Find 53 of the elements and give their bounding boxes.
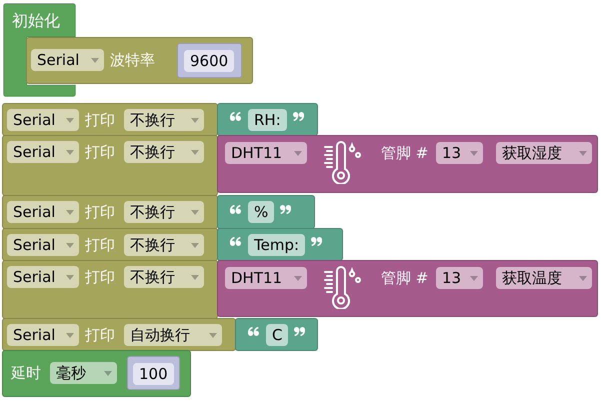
dropdown: Serial [7,266,79,288]
dropdown: 13 [436,142,483,164]
text-block [217,195,315,229]
dropdown: Serial [7,324,79,346]
dropdown: Serial [7,109,79,131]
dropdown: 毫秒 [50,362,117,384]
dropdown: 自动换行 [124,324,222,346]
text-field: C [266,324,288,346]
block-label: 管脚 # [381,268,428,289]
number-block [127,356,180,390]
block-label: 打印 [85,235,115,256]
serial-print-block [2,260,218,319]
dropdown: DHT11 [225,142,307,164]
block-label: 管脚 # [381,143,428,164]
delay-block [2,350,191,397]
dropdown: 不换行 [124,109,204,131]
dropdown: 获取温度 [496,267,592,289]
dropdown: 13 [436,267,483,289]
dropdown: Serial [31,49,104,71]
number-block [177,43,242,78]
dropdown: 不换行 [124,201,204,223]
block-label: 波特率 [110,50,155,71]
serial-print-block [2,103,218,136]
dropdown: 获取湿度 [496,142,592,164]
sensor-block [217,135,598,193]
block-label: 打印 [85,142,115,163]
block-label: 打印 [85,202,115,223]
dropdown: Serial [7,141,79,163]
text-block [217,228,343,261]
serial-print-block [2,318,236,351]
text-block [217,103,318,136]
number-field: 9600 [184,50,234,72]
block-label: 打印 [85,267,115,288]
text-field: % [248,201,274,223]
text-field: Temp: [248,234,306,256]
serial-print-block [2,135,218,196]
text-field: RH: [248,108,287,130]
number-field: 100 [133,363,174,385]
dropdown: 不换行 [124,141,204,163]
dropdown: Serial [7,234,79,256]
serial-print-block [2,228,218,261]
dropdown: 不换行 [124,266,204,288]
block-label: 延时 [11,363,41,384]
sensor-block [217,260,598,317]
serial-baud-block [26,37,253,84]
serial-print-block [2,195,218,229]
dropdown: 不换行 [124,234,204,256]
block-title: 初始化 [12,10,60,32]
dropdown: Serial [7,201,79,223]
text-block [235,318,318,351]
dropdown: DHT11 [225,267,307,289]
block-label: 打印 [85,110,115,131]
block-label: 打印 [85,325,115,346]
